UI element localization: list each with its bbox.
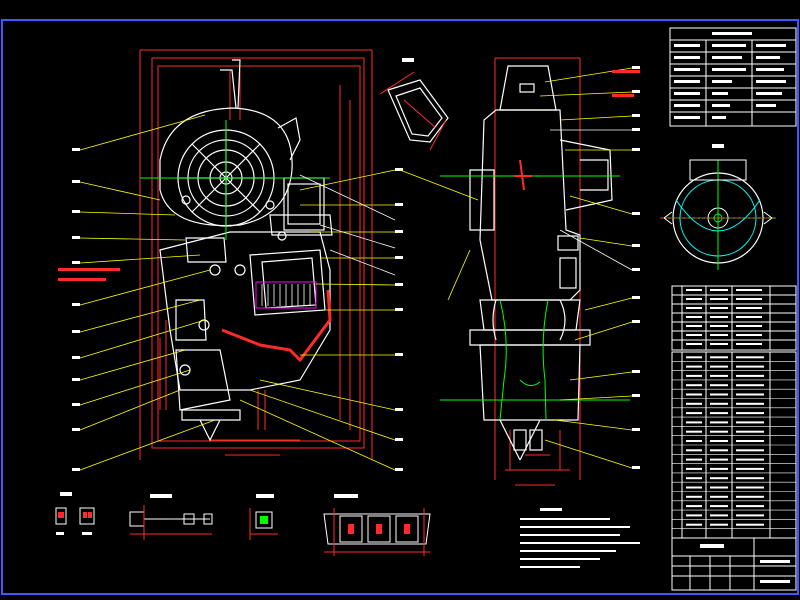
table-cell-text <box>686 365 702 368</box>
table-cell-text <box>686 486 702 489</box>
table-cell-text <box>710 393 728 396</box>
table-cell-text <box>686 356 702 359</box>
table-cell-text <box>736 458 764 461</box>
table-cell-text <box>710 440 728 442</box>
table-cell-text <box>710 421 728 424</box>
table-cell-text <box>736 393 764 396</box>
detail-view-right <box>660 144 776 270</box>
table-cell-text <box>736 412 764 415</box>
table-cell-text <box>686 505 702 508</box>
table-cell-text <box>736 430 764 433</box>
detail-clip <box>249 494 278 540</box>
table-cell-text <box>710 477 728 480</box>
table-cell-text <box>736 449 764 452</box>
table-cell-text <box>736 356 764 359</box>
table-cell-text <box>686 495 702 498</box>
detail-cable <box>129 494 213 540</box>
table-cell-text <box>736 486 764 489</box>
table-cell-text <box>686 393 702 396</box>
table-cell-text <box>686 523 702 526</box>
table-cell-text <box>710 495 728 498</box>
table-cell-text <box>710 430 728 433</box>
table-cell-text <box>736 467 764 470</box>
table-cell-text <box>686 458 702 461</box>
table-cell-text <box>736 402 764 405</box>
table-cell-text <box>686 412 702 415</box>
table-cell-text <box>710 365 728 368</box>
table-cell-text <box>710 467 728 470</box>
table-cell-text <box>710 523 728 526</box>
table-cell-text <box>736 421 764 424</box>
table-cell-text <box>736 523 764 526</box>
table-cell-text <box>736 440 764 442</box>
detail-connector <box>55 492 95 535</box>
table-cell-text <box>736 495 764 498</box>
tech-spec-table <box>669 27 797 127</box>
table-cell-text <box>710 505 728 508</box>
technical-notes <box>520 508 640 568</box>
table-cell-text <box>686 514 702 517</box>
detail-seal <box>323 494 431 556</box>
front-view <box>58 49 396 471</box>
table-cell-text <box>686 421 702 424</box>
table-cell-text <box>686 402 702 405</box>
table-cell-text <box>710 514 728 517</box>
callout-column-middle <box>395 168 403 471</box>
table-cell-text <box>686 467 702 470</box>
sheet-frame <box>1 19 799 595</box>
table-cell-text <box>736 374 764 377</box>
table-cell-text <box>736 514 764 517</box>
table-cell-text <box>710 374 728 377</box>
table-cell-text <box>710 402 728 405</box>
table-cell-text <box>686 374 702 377</box>
table-cell-text <box>710 449 728 452</box>
table-cell-text <box>710 412 728 415</box>
table-cell-text <box>686 477 702 480</box>
table-cell-text <box>736 505 764 508</box>
table-cell-text <box>710 384 728 387</box>
table-cell-text <box>686 384 702 387</box>
table-cell-text <box>736 365 764 368</box>
detail-view-top <box>379 58 449 151</box>
table-cell-text <box>686 440 702 442</box>
parts-list-lower <box>671 351 797 539</box>
table-cell-text <box>710 486 728 489</box>
table-cell-text <box>736 384 764 387</box>
table-cell-text <box>710 356 728 359</box>
table-cell-text <box>686 449 702 452</box>
table-cell-text <box>686 430 702 433</box>
parts-list-upper <box>671 285 797 351</box>
table-cell-text <box>710 458 728 461</box>
title-block <box>671 537 797 591</box>
table-cell-text <box>736 477 764 480</box>
side-view <box>399 57 640 486</box>
